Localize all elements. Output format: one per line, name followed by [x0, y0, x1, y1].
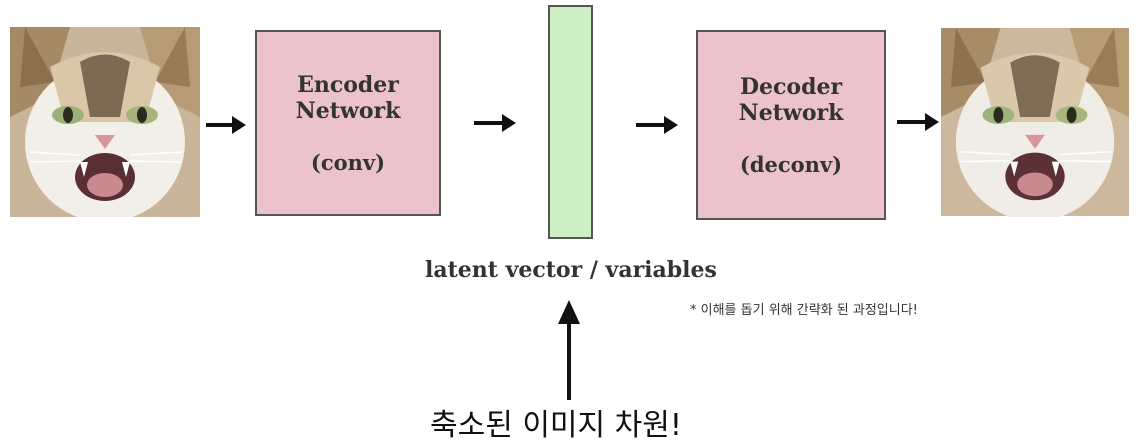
encoder-subtitle: (conv) — [310, 149, 386, 175]
output-cat-image — [941, 27, 1129, 217]
input-cat-image — [10, 27, 200, 217]
arrow-right-icon — [204, 113, 248, 137]
encoder-title-line2: Network — [295, 97, 401, 124]
encoder-network-box: Encoder Network (conv) — [255, 30, 441, 216]
arrow-right-icon — [895, 110, 941, 134]
arrow-right-icon — [472, 111, 518, 135]
reduced-dimension-caption: 축소된 이미지 차원! — [430, 408, 682, 443]
encoder-title-line1: Encoder — [297, 71, 399, 98]
decoder-network-box: Decoder Network (deconv) — [696, 30, 886, 220]
simplification-note: * 이해를 돕기 위해 간략화 된 과정입니다! — [690, 303, 918, 318]
cat-photo-icon — [941, 28, 1129, 217]
decoder-title-line1: Decoder — [739, 73, 843, 100]
cat-photo-icon — [10, 27, 200, 217]
decoder-title-line2: Network — [738, 99, 844, 126]
latent-vector-bar — [548, 5, 593, 239]
arrow-right-icon — [634, 113, 680, 137]
decoder-subtitle: (deconv) — [739, 151, 843, 177]
latent-vector-label: latent vector / variables — [425, 257, 717, 283]
arrow-up-icon — [556, 298, 582, 402]
